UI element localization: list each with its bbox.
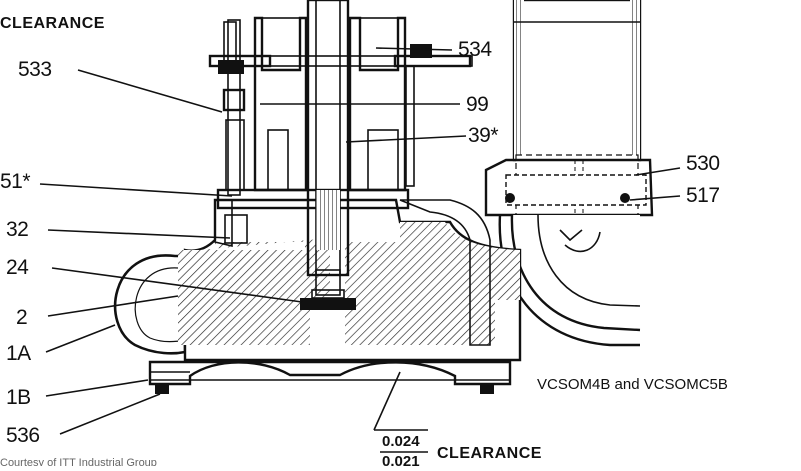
part-label-1a: 1A <box>6 342 31 365</box>
pump-shaft <box>300 0 356 310</box>
suction-ring <box>148 360 512 394</box>
part-label-51: 51* <box>0 170 30 193</box>
footer-credit: Courtesy of ITT Industrial Group <box>0 457 157 466</box>
part-label-99: 99 <box>466 93 488 116</box>
upper-housing <box>208 16 473 244</box>
bottom-clearance-label: CLEARANCE <box>437 445 542 462</box>
discharge-elbow <box>498 214 641 347</box>
part-label-533: 533 <box>18 58 52 81</box>
part-label-517: 517 <box>686 184 720 207</box>
part-label-2: 2 <box>16 306 27 329</box>
leader-lines <box>39 47 681 435</box>
elbow-flange <box>484 158 654 217</box>
top-clearance-label: CLEARANCE <box>0 15 105 32</box>
part-label-24: 24 <box>6 256 29 279</box>
clearance-numerator: 0.024 <box>382 433 420 450</box>
part-label-1b: 1B <box>6 386 31 409</box>
part-label-534: 534 <box>458 38 492 61</box>
part-label-32: 32 <box>6 218 28 241</box>
part-label-536: 536 <box>6 424 40 447</box>
part-label-530: 530 <box>686 152 720 175</box>
clearance-denominator: 0.021 <box>382 453 420 466</box>
model-caption: VCSOM4B and VCSOMC5B <box>537 376 728 393</box>
part-label-39: 39* <box>468 124 498 147</box>
